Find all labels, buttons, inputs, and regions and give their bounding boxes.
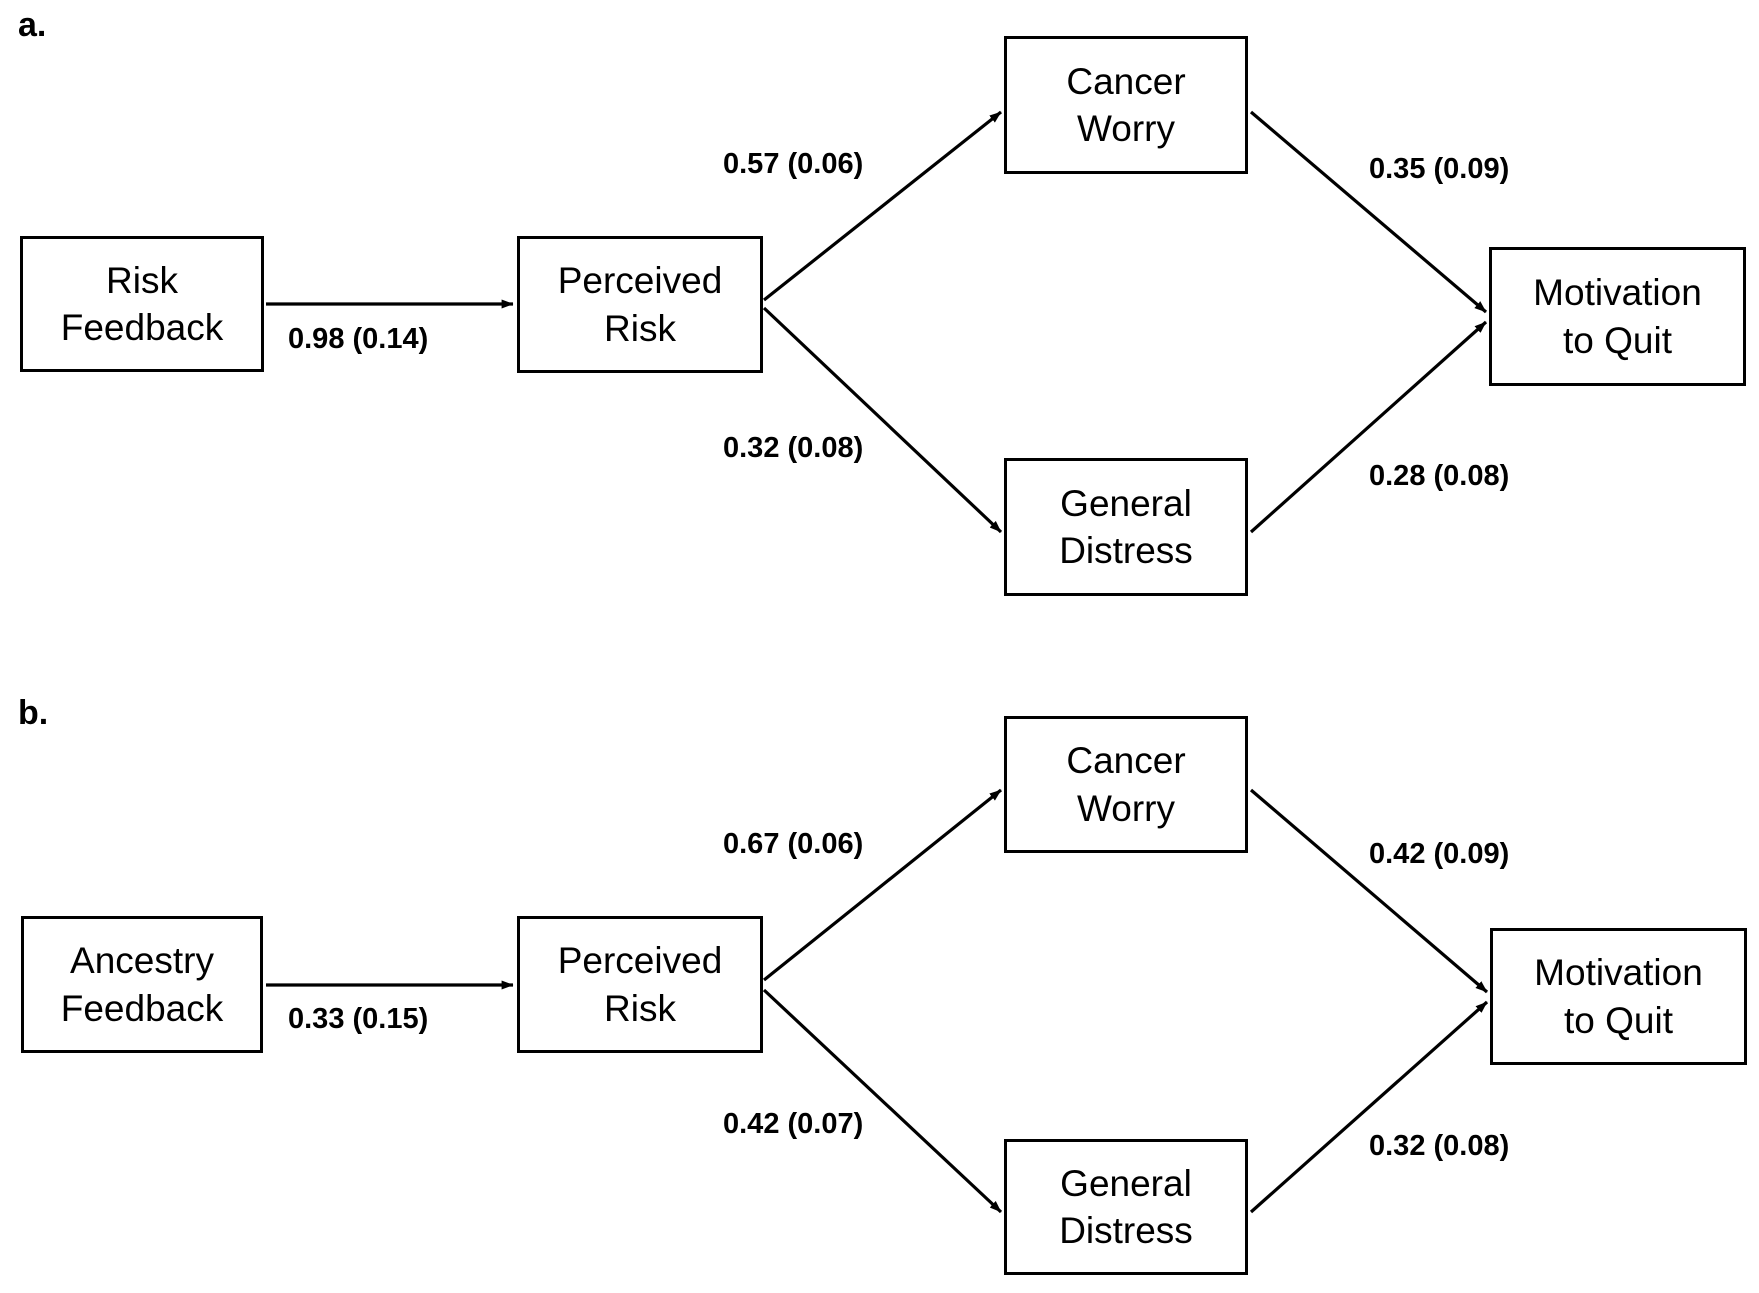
node-motivation-to-quit-b-label: Motivation to Quit [1534, 952, 1703, 1041]
panel-b-letter: b. [18, 694, 49, 732]
edge-label-cancer-worry-motivation-a: 0.35 (0.09) [1369, 153, 1510, 185]
edge-label-risk-feedback-perceived-risk: 0.98 (0.14) [288, 323, 429, 355]
arrow-perceived-risk-to-general-distress-b [762, 988, 1003, 1214]
arrow-cancer-worry-to-motivation [1249, 110, 1488, 314]
arrow-cancer-worry-to-motivation-b [1249, 788, 1489, 994]
node-perceived-risk-b[interactable]: Perceived Risk [517, 916, 763, 1053]
edge-label-general-distress-motivation-b: 0.32 (0.08) [1369, 1130, 1510, 1162]
node-risk-feedback[interactable]: Risk Feedback [20, 236, 264, 372]
node-cancer-worry-b-label: Cancer Worry [1066, 740, 1186, 829]
arrow-perceived-risk-to-general-distress [762, 306, 1003, 534]
edge-label-cancer-worry-motivation-b: 0.42 (0.09) [1369, 838, 1510, 870]
edge-label-ancestry-feedback-perceived-risk: 0.33 (0.15) [288, 1003, 429, 1035]
edge-label-perceived-risk-cancer-worry-b: 0.67 (0.06) [723, 828, 864, 860]
node-risk-feedback-label: Risk Feedback [60, 259, 224, 348]
node-motivation-to-quit-a[interactable]: Motivation to Quit [1489, 247, 1746, 386]
node-general-distress-b[interactable]: General Distress [1004, 1139, 1248, 1275]
edge-label-perceived-risk-general-distress-b: 0.42 (0.07) [723, 1108, 864, 1140]
node-perceived-risk-a[interactable]: Perceived Risk [517, 236, 763, 373]
node-cancer-worry-b[interactable]: Cancer Worry [1004, 716, 1248, 853]
panel-a-letter: a. [18, 6, 47, 44]
edge-label-perceived-risk-general-distress-a: 0.32 (0.08) [723, 432, 864, 464]
edge-label-perceived-risk-cancer-worry-a: 0.57 (0.06) [723, 148, 864, 180]
arrow-general-distress-to-motivation [1249, 320, 1488, 534]
node-general-distress-b-label: General Distress [1059, 1162, 1193, 1251]
edge-label-general-distress-motivation-a: 0.28 (0.08) [1369, 460, 1510, 492]
node-cancer-worry-a[interactable]: Cancer Worry [1004, 36, 1248, 174]
node-perceived-risk-b-label: Perceived Risk [557, 940, 723, 1029]
node-ancestry-feedback-label: Ancestry Feedback [60, 940, 224, 1029]
node-general-distress-a-label: General Distress [1059, 482, 1193, 571]
node-perceived-risk-a-label: Perceived Risk [557, 260, 723, 349]
node-motivation-to-quit-a-label: Motivation to Quit [1533, 272, 1702, 361]
arrow-perceived-risk-to-cancer-worry-b [762, 788, 1003, 982]
arrow-general-distress-to-motivation-b [1249, 1000, 1489, 1214]
arrow-perceived-risk-to-cancer-worry [763, 110, 1002, 302]
node-cancer-worry-a-label: Cancer Worry [1066, 60, 1186, 149]
node-motivation-to-quit-b[interactable]: Motivation to Quit [1490, 928, 1747, 1065]
node-general-distress-a[interactable]: General Distress [1004, 458, 1248, 596]
node-ancestry-feedback[interactable]: Ancestry Feedback [21, 916, 263, 1053]
